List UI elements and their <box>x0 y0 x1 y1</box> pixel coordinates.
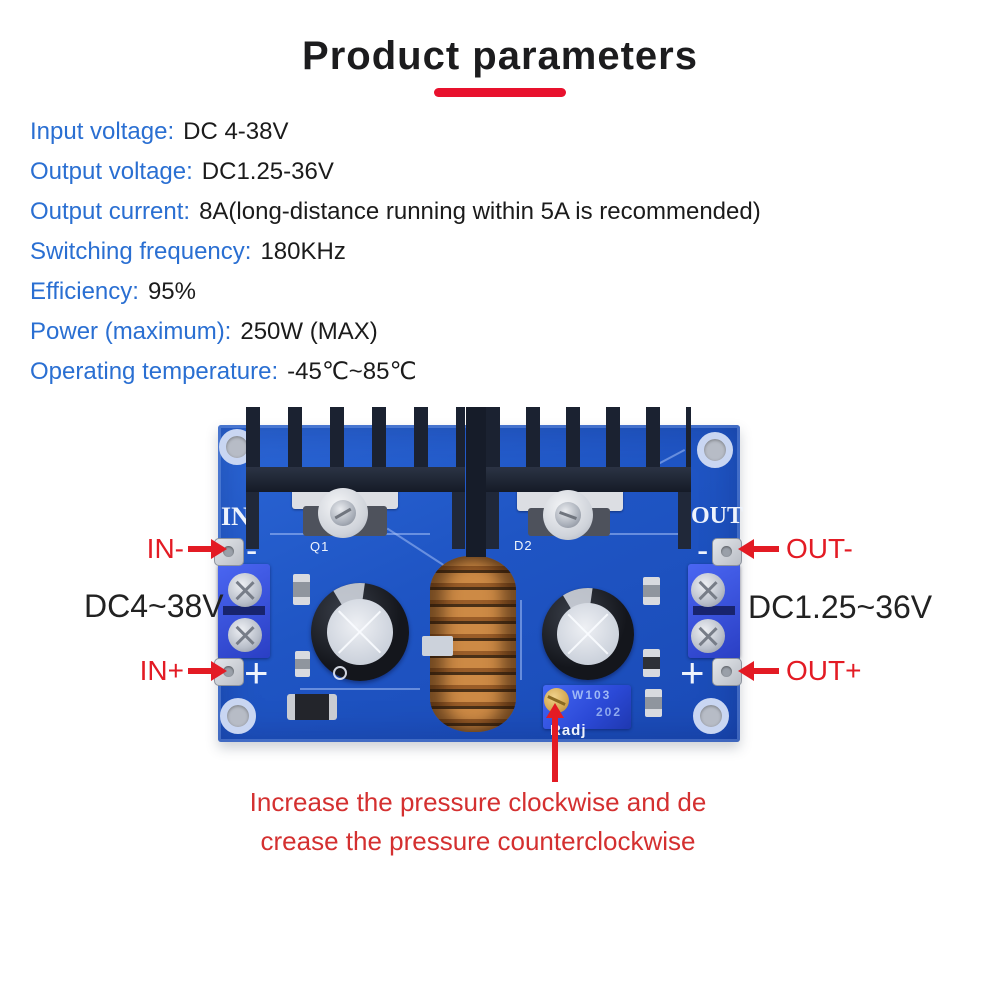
silkscreen-in-label: IN <box>221 502 250 531</box>
adjustment-caption: Increase the pressure clockwise and de c… <box>198 783 758 861</box>
param-label: Output voltage: <box>30 158 193 185</box>
out-minus-arrow-line <box>753 546 779 552</box>
param-value: 8A(long-distance running within 5A is re… <box>199 198 761 225</box>
param-value: DC1.25-36V <box>201 158 334 185</box>
param-operating-temperature: Operating temperature: -45℃~85℃ <box>30 352 761 392</box>
parameter-list: Input voltage: DC 4-38V Output voltage: DC… <box>30 112 761 392</box>
heatsink-screw <box>330 500 356 526</box>
mounting-hole-bottom-left <box>220 698 256 734</box>
out-plus-arrow-icon <box>738 661 754 681</box>
in-plus-arrow-icon <box>211 661 227 681</box>
mounting-hole-bottom-right <box>693 698 729 734</box>
heatsink-left-base <box>246 467 465 492</box>
pcb-trace <box>520 600 522 680</box>
silkscreen-minus: - <box>697 532 709 570</box>
pot-arrow-icon <box>546 703 564 718</box>
param-power-maximum: Power (maximum): 250W (MAX) <box>30 312 761 352</box>
param-value: 250W (MAX) <box>240 318 378 345</box>
capacitor-top <box>557 603 619 665</box>
terminal-screw <box>228 618 262 652</box>
param-label: Output current: <box>30 198 191 225</box>
pot-marking-bottom: 202 <box>596 705 623 719</box>
param-label: Input voltage: <box>30 118 175 145</box>
smd-resistor <box>643 649 660 677</box>
terminal-divider <box>223 606 265 616</box>
pcb-trace <box>560 533 680 535</box>
silkscreen-plus: + <box>244 649 269 696</box>
diode <box>287 694 337 720</box>
terminal-screw <box>691 619 725 653</box>
smd-resistor <box>643 577 660 605</box>
param-value: DC 4-38V <box>183 118 289 145</box>
heatsink-center-fin <box>466 407 486 557</box>
output-range-label: DC1.25~36V <box>748 589 933 625</box>
silkscreen-d2-label: D2 <box>514 538 533 553</box>
capacitor-top <box>327 599 393 665</box>
caption-line-2: crease the pressure counterclockwise <box>260 826 696 856</box>
smd-resistor <box>293 574 310 605</box>
param-value: 180KHz <box>260 238 346 265</box>
mounting-hole-top-right <box>697 432 733 468</box>
silkscreen-minus: - <box>246 532 258 570</box>
smd-resistor <box>295 651 310 677</box>
heatsink-right-fins <box>486 407 691 469</box>
param-label: Operating temperature: <box>30 358 279 385</box>
terminal-screw <box>691 573 725 607</box>
out-minus-label: OUT- <box>786 533 853 564</box>
pot-marking-top: W103 <box>572 688 612 702</box>
input-range-label: DC4~38V <box>84 588 224 624</box>
out-minus-arrow-icon <box>738 539 754 559</box>
heatsink-left-fins <box>246 407 465 469</box>
silkscreen-out-label: OUT <box>691 503 744 529</box>
in-plus-label: IN+ <box>139 655 184 686</box>
caption-line-1: Increase the pressure clockwise and de <box>249 787 707 817</box>
out-plus-arrow-line <box>753 668 779 674</box>
param-label: Switching frequency: <box>30 238 252 265</box>
pot-arrow-line <box>552 716 558 782</box>
param-switching-frequency: Switching frequency: 180KHz <box>30 232 761 272</box>
in-plus-arrow-line <box>188 668 212 674</box>
out-plus-label: OUT+ <box>786 655 862 686</box>
silkscreen-q1-label: Q1 <box>310 539 330 554</box>
pcb-trace <box>300 688 420 690</box>
silkscreen-radj-label: Radj <box>550 722 587 739</box>
terminal-screw <box>228 573 262 607</box>
heatsink-right-base <box>486 467 691 492</box>
param-efficiency: Efficiency: 95% <box>30 272 761 312</box>
param-input-voltage: Input voltage: DC 4-38V <box>30 112 761 152</box>
param-output-current: Output current: 8A(long-distance running … <box>30 192 761 232</box>
heatsink-leg <box>678 492 691 549</box>
param-value: 95% <box>147 278 196 305</box>
heatsink-leg <box>486 492 499 549</box>
heatsink-screw <box>555 502 581 528</box>
in-minus-arrow-line <box>188 546 212 552</box>
in-minus-label: IN- <box>146 533 184 564</box>
heatsink-leg <box>452 492 465 549</box>
smd-resistor <box>645 689 662 717</box>
param-output-voltage: Output voltage: DC1.25-36V <box>30 152 761 192</box>
param-value: -45℃~85℃ <box>287 358 417 385</box>
param-label: Efficiency: <box>30 278 139 305</box>
param-label: Power (maximum): <box>30 318 232 345</box>
silkscreen-plus: + <box>680 649 705 696</box>
title-underline <box>434 88 566 97</box>
silkscreen-ring <box>333 666 347 680</box>
terminal-divider <box>693 606 735 616</box>
pad-out-plus <box>712 658 742 686</box>
smd-pad <box>422 636 453 656</box>
page-title: Product parameters <box>302 34 698 78</box>
heatsink-leg <box>246 492 259 549</box>
in-minus-arrow-icon <box>211 539 227 559</box>
